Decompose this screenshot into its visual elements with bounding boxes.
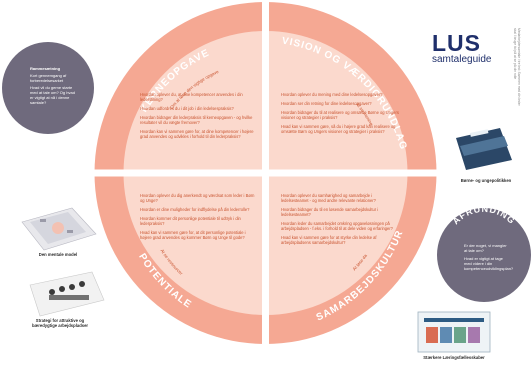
caption-mental-model: Den mentale model [38,252,78,257]
question-item: Hvordan leder du samarbejdet omkring opg… [281,221,393,231]
question-item: Hvordan oplever du dig anerkendt og værd… [140,193,255,203]
indledning-title: INDLEDNING [13,18,82,42]
afrunding-items: Er der noget, vi mangler at tale om? Hva… [464,243,514,271]
question-item: Hvordan oplever du, at dine kompetencer … [140,92,243,102]
strategy-booklet-image [29,271,105,317]
quadrant-kerneopgave-questions: Hvordan oplever du, at dine kompetencer … [140,92,256,143]
question-item: Hvordan bidrager du til en løsende samar… [281,207,379,217]
afrunding-circle [437,208,531,302]
question-item: Hvad kan vi sammen gøre for, at dit pers… [140,230,246,240]
question-item: Hvordan bidrager din lederpraksis til ke… [140,115,253,125]
question-item: Hvordan oplever du samhørighed og samarb… [281,193,376,203]
caption-policy: Børne- og ungepolitikken [460,178,512,183]
afrunding-item: Er der noget, vi mangler at tale om? [464,243,507,253]
quadrant-potentiale-questions: Hvordan oplever du dig anerkendt og værd… [140,193,256,244]
question-item: Hvad kan vi sammen gøre for at styrke di… [281,235,377,245]
question-item: Hvordan bidrager du til at realisere og … [281,110,399,120]
indledning-item: Kort gennemgang af forberedelsesarket [30,73,67,83]
mental-model-image [21,207,97,251]
question-item: Hvordan kan vi sammen gøre for, at dine … [140,129,254,139]
logo-main: LUS [432,30,481,56]
quadrant-vision-questions: Hvordan oplever du mening med dine ledel… [281,92,399,138]
indledning-circle [2,42,94,134]
caption-community: Stærkere Læringsfællesskaber [423,355,485,360]
question-item: Hvordan oplever du mening med dine ledel… [281,92,383,97]
quadrant-samarbejdskultur-questions: Hvordan oplever du samhørighed og samarb… [281,193,399,249]
question-item: Hvordan udfordres du i dit job i din led… [140,106,234,111]
indledning-item: Hvad vil du gerne starte med at tale om?… [30,85,75,105]
question-item: Hvad kan vi sammen gøre, så du i højere … [281,124,396,134]
brand-vertical-note: Medarbejdersamtale i tre led: Sammen med… [513,28,521,106]
indledning-items: Rammesætning Kort gennemgang af forbered… [30,66,76,105]
brand-logo: LUS samtaleguide [432,30,492,66]
question-item: Hvordan kommer dit personlige potentiale… [140,216,241,226]
horizontal-divider [94,169,437,177]
indledning-item: Rammesætning [30,66,61,71]
logo-sub: samtaleguide [432,54,492,65]
policy-booklet-image [456,128,512,170]
afrunding-item: Hvad er vigtigt at tage med videre i din… [464,256,514,271]
question-item: Hvordan er dine muligheder for indflydel… [140,207,250,212]
caption-strategy: Strategi for attraktive og bæredygtige a… [31,318,89,328]
community-screen-image [417,311,491,353]
question-item: Hvordan ser din retning for dine ledelse… [281,101,372,106]
